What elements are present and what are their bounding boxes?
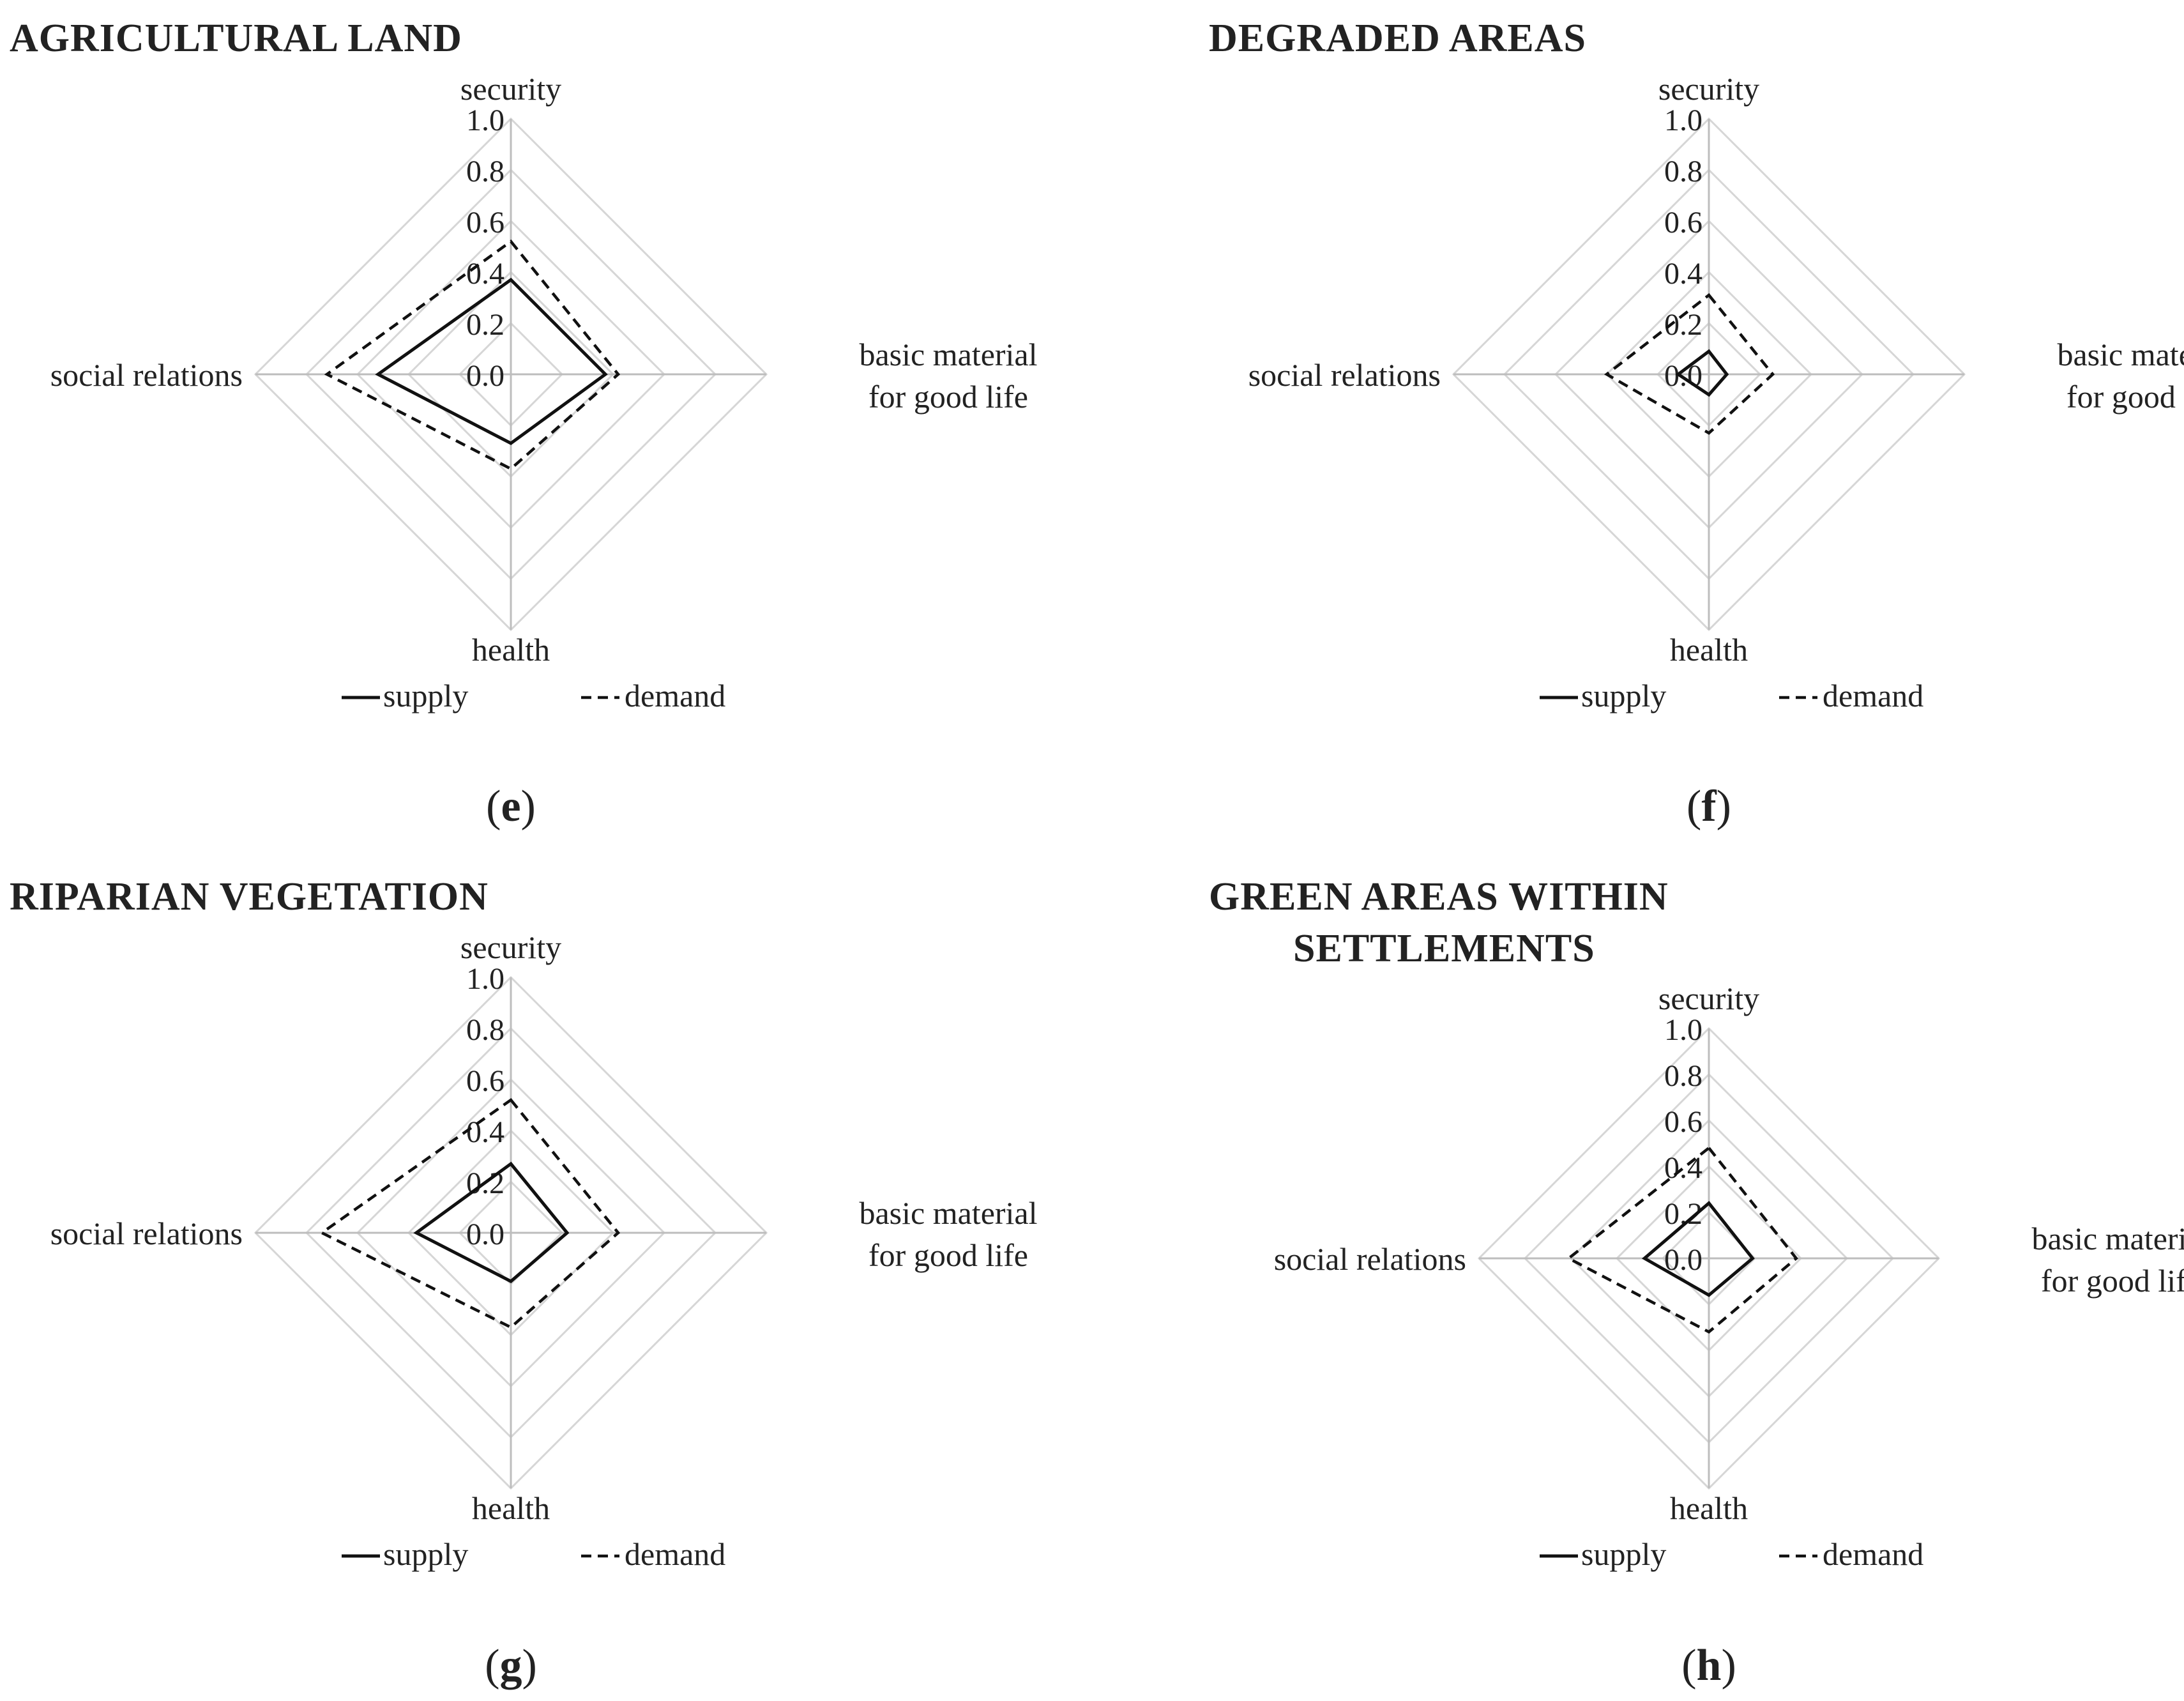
series-supply-polygon: [413, 1161, 570, 1283]
series-supply-polygon: [375, 277, 608, 445]
tick-label: 0.4: [466, 257, 504, 291]
axis-label-security: security: [1658, 71, 1759, 107]
tick-label: 0.0: [1664, 1243, 1702, 1277]
tick-label: 0.6: [466, 1064, 504, 1098]
panel-caption: (f): [1687, 782, 1731, 831]
radar-panel-g: RIPARIAN VEGETATION0.00.20.40.60.81.0sec…: [10, 875, 1038, 1690]
axis-label-social-relations: social relations: [50, 357, 243, 393]
tick-label: 0.4: [1664, 1151, 1702, 1185]
legend-demand-label: demand: [1823, 1536, 1923, 1572]
axis-label-social-relations: social relations: [1274, 1241, 1466, 1277]
legend-demand-label: demand: [625, 678, 725, 713]
series-demand-polygon: [319, 1097, 621, 1329]
panel-title: RIPARIAN VEGETATION: [10, 875, 489, 919]
tick-label: 0.6: [466, 206, 504, 240]
legend-supply-label: supply: [383, 678, 468, 713]
tick-label: 0.8: [1664, 1059, 1702, 1093]
series-demand-polygon: [1566, 1146, 1798, 1334]
tick-label: 0.2: [466, 308, 504, 342]
radar-panel-f: DEGRADED AREAS0.00.20.40.60.81.0security…: [1209, 17, 2184, 831]
axis-label-security: security: [460, 929, 561, 965]
tick-label: 0.0: [466, 1217, 504, 1251]
tick-label: 1.0: [466, 962, 504, 996]
tick-label: 1.0: [466, 103, 504, 137]
legend: supply demand: [342, 1536, 725, 1572]
legend: supply demand: [1540, 1536, 1923, 1572]
tick-label: 0.4: [466, 1115, 504, 1149]
axis-label-health: health: [472, 1490, 550, 1526]
panel-title: DEGRADED AREAS: [1209, 17, 1586, 60]
tick-label: 0.6: [1664, 206, 1702, 240]
panel-caption: (e): [486, 782, 536, 831]
tick-label: 0.6: [1664, 1105, 1702, 1139]
series-supply-polygon: [1641, 1201, 1755, 1297]
tick-label: 0.8: [1664, 155, 1702, 188]
legend: supply demand: [342, 678, 725, 713]
legend-demand-label: demand: [1823, 678, 1923, 713]
tick-label: 0.8: [466, 1013, 504, 1047]
legend-demand-label: demand: [625, 1536, 725, 1572]
axis-label-health: health: [472, 632, 550, 667]
tick-label: 0.0: [466, 359, 504, 393]
panel-title: GREEN AREAS WITHIN: [1209, 875, 1669, 919]
panel-title-line2: SETTLEMENTS: [1293, 927, 1595, 970]
radar-panel-e: AGRICULTURAL LAND 0.0 0.2 0.4 0.6 0.8 1.0secur…: [10, 17, 1038, 831]
tick-label: 0.8: [466, 155, 504, 188]
axis-label-health: health: [1670, 1490, 1748, 1526]
series-demand-polygon: [1604, 293, 1775, 435]
legend-supply-label: supply: [1581, 678, 1666, 713]
legend-supply-label: supply: [1581, 1536, 1666, 1572]
panel-title: AGRICULTURAL LAND: [10, 17, 462, 60]
legend-supply-label: supply: [383, 1536, 468, 1572]
tick-label: 1.0: [1664, 103, 1702, 137]
axis-label-social-relations: social relations: [1248, 357, 1441, 393]
axis-label-health: health: [1670, 632, 1748, 667]
panel-caption: (g): [485, 1641, 537, 1690]
series-supply-polygon: [1675, 349, 1729, 397]
legend: supply demand: [1540, 678, 1923, 713]
axis-label-social-relations: social relations: [50, 1216, 243, 1251]
radar-panel-h: GREEN AREAS WITHINSETTLEMENTS0.00.20.40.…: [1209, 875, 2184, 1690]
tick-label: 1.0: [1664, 1013, 1702, 1047]
axis-label-security: security: [460, 71, 561, 107]
panel-caption: (h): [1681, 1641, 1736, 1690]
axis-label-security: security: [1658, 980, 1759, 1016]
tick-label: 0.4: [1664, 257, 1702, 291]
